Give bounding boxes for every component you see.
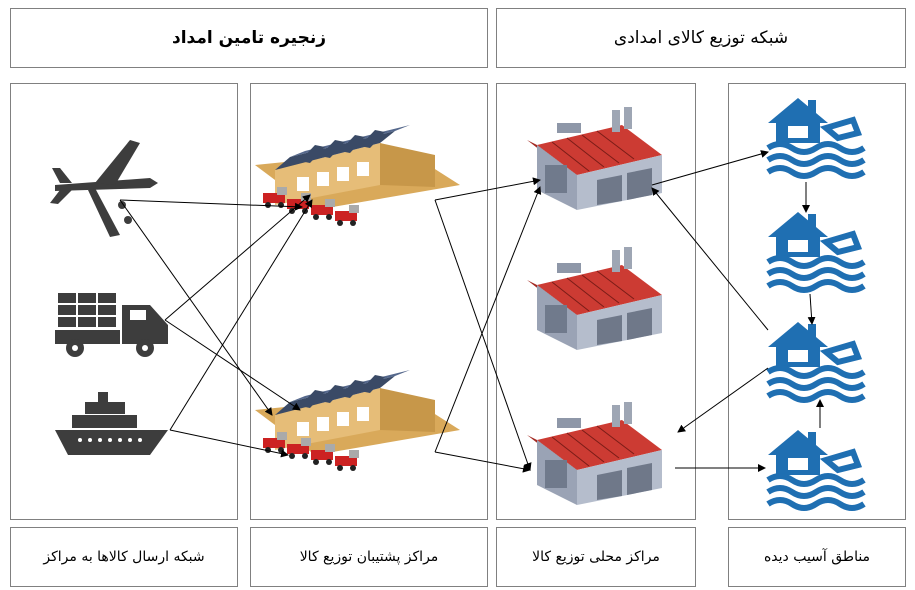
flooded-house-1-icon	[768, 98, 864, 176]
local-centers-label-box: مراکز محلی توزیع کالا	[496, 527, 696, 587]
shipping-label-box: شبکه ارسال کالاها به مراکز	[10, 527, 238, 587]
local-depot-top-icon	[526, 106, 663, 211]
ship-icon	[55, 392, 168, 455]
distribution-network-title: شبکه توزیع کالای امدادی	[613, 28, 789, 48]
supply-chain-title: زنجیره تامین امداد	[171, 28, 327, 48]
affected-areas-label: مناطق آسیب دیده	[763, 549, 871, 565]
supply-chain-header: زنجیره تامین امداد	[10, 8, 488, 68]
backup-centers-label-box: مراکز پشتیبان توزیع کالا	[250, 527, 488, 587]
shipping-label: شبکه ارسال کالاها به مراکز	[43, 549, 205, 565]
backup-warehouse-top-icon	[255, 125, 460, 226]
flooded-house-2-icon	[768, 212, 864, 290]
local-depot-bottom-icon	[526, 401, 663, 506]
flooded-house-3-icon	[768, 322, 864, 400]
affected-areas-label-box: مناطق آسیب دیده	[728, 527, 906, 587]
flow-arrows	[119, 150, 824, 473]
flooded-house-4-icon	[768, 430, 864, 508]
backup-warehouse-bottom-icon	[255, 370, 460, 471]
backup-centers-label: مراکز پشتیبان توزیع کالا	[299, 549, 439, 565]
airplane-icon	[50, 140, 158, 237]
distribution-network-header: شبکه توزیع کالای امدادی	[496, 8, 906, 68]
local-depot-middle-icon	[526, 246, 663, 351]
truck-icon	[55, 293, 168, 357]
local-centers-label: مراکز محلی توزیع کالا	[532, 549, 660, 565]
